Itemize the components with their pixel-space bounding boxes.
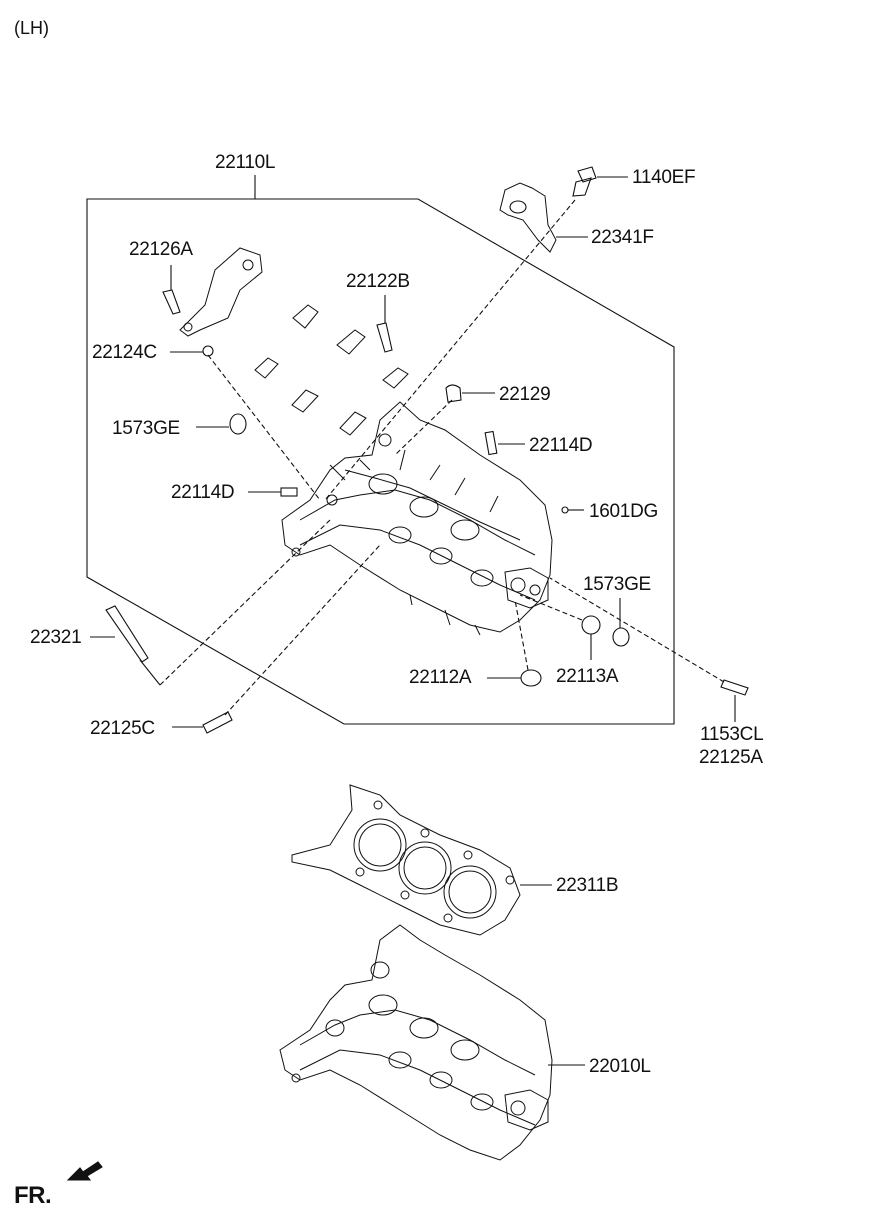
part-label-22113A: 22113A [556,666,619,687]
cap-22129 [445,384,462,403]
assembly-boundary [86,198,675,725]
cylinder-head-bare-22010L [279,924,553,1161]
plug-1573GE-a [229,413,247,435]
part-label-22129: 22129 [499,384,551,405]
part-label-22010L: 22010L [589,1056,651,1077]
dowel-22124C [202,345,214,357]
bolt-22122B [376,322,393,353]
pin-22114D-a [280,487,298,497]
stud-1153CL [720,679,749,696]
part-label-22125C: 22125C [90,718,155,739]
part-label-22112A: 22112A [409,667,472,688]
part-label-22311B: 22311B [556,875,619,896]
part-label-22114D-b: 22114D [529,435,593,456]
seal-22112A [520,669,542,687]
dowel-1601DG [561,506,569,514]
part-label-1140EF: 1140EF [632,167,696,188]
part-label-1573GE-a: 1573GE [112,418,180,439]
part-label-22122B: 22122B [346,271,410,292]
part-label-1601DG: 1601DG [589,501,658,522]
variant-label: (LH) [14,18,49,38]
bolt-22126A [162,289,181,315]
camshaft-caps [179,247,409,436]
part-label-22124C: 22124C [92,342,157,363]
part-label-22321: 22321 [30,627,82,648]
part-label-1573GE-b: 1573GE [583,574,651,595]
front-direction-label: FR. [14,1182,52,1209]
part-label-22125A: 22125A [699,747,763,768]
head-gasket-22311B [291,784,521,936]
pin-22114D-b [484,430,498,456]
part-label-22110L: 22110L [215,152,276,173]
plug-1573GE-b [612,627,630,647]
part-label-1153CL: 1153CL [700,724,764,745]
seal-22113A [581,615,601,635]
front-arrow-icon [66,1161,103,1181]
sensor-22321 [105,605,149,663]
bolt-1140EF [572,166,597,197]
bracket-22341F [499,182,557,253]
cylinder-head-upper [281,401,553,636]
stud-22125C [202,711,233,734]
part-label-22341F: 22341F [591,227,654,248]
part-label-22126A: 22126A [129,239,193,260]
part-label-22114D-a: 22114D [171,482,235,503]
